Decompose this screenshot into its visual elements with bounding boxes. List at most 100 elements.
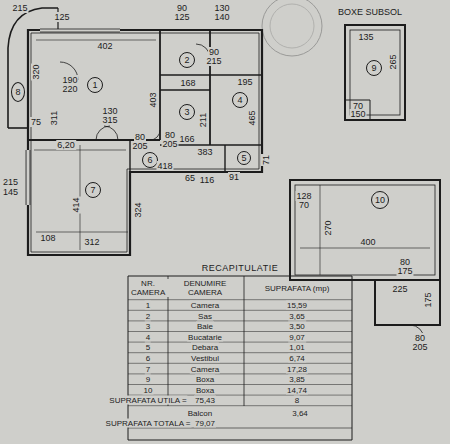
room-number: 3: [184, 107, 189, 117]
table-cell: 3,65: [288, 311, 306, 320]
table-cell: Camera: [190, 364, 220, 373]
table-cell: 9,07: [288, 332, 306, 341]
table-cell: 4: [145, 332, 151, 341]
dimension-label: 195: [236, 77, 253, 87]
dimension-label: 383: [196, 147, 213, 157]
dimension-label: 324: [133, 201, 143, 218]
room-number-circle: 2: [179, 52, 195, 68]
room-number-circle: 1: [87, 77, 103, 93]
dimension-label: 402: [96, 41, 113, 51]
dimension-label: 108: [39, 233, 56, 243]
table-rule: [128, 405, 352, 406]
room-number-circle: 5: [237, 151, 251, 165]
table-title: RECAPITULATIE: [201, 263, 279, 273]
dimension-label: 205: [411, 342, 428, 352]
section-heading: BOXE SUBSOL: [337, 7, 403, 17]
table-cell: 8: [294, 396, 300, 405]
dimension-label: 168: [179, 78, 196, 88]
table-cell: 9: [145, 375, 151, 384]
table-cell: 75,43: [194, 396, 216, 405]
table-cell: 10: [143, 385, 154, 394]
dimension-label: 400: [359, 237, 376, 247]
dimension-label: 71: [261, 154, 271, 166]
dimension-label: 211: [198, 112, 208, 128]
room-number: 1: [92, 80, 97, 90]
room-number: 5: [241, 153, 246, 163]
table-cell: 3,50: [288, 322, 306, 331]
dimension-label: 166: [178, 134, 195, 144]
table-cell: 1,01: [288, 343, 306, 352]
table-rule: [128, 363, 352, 364]
table-cell: Balcon: [187, 409, 213, 418]
dimension-label: 175: [423, 291, 433, 308]
table-rule: [128, 299, 352, 300]
dimension-label: 135: [357, 32, 374, 42]
table-cell: Camera: [190, 301, 220, 310]
table-cell: Debara: [191, 343, 219, 352]
room-number-circle: 7: [85, 182, 101, 198]
dimension-label: 205: [161, 139, 178, 149]
table-cell: Baie: [196, 322, 214, 331]
room-number-circle: 3: [179, 104, 195, 120]
table-cell: 17,28: [286, 364, 308, 373]
table-cell: 3,64: [291, 409, 309, 418]
room-number: 6: [147, 155, 152, 165]
table-cell: 15,59: [286, 301, 308, 310]
room-number-circle: 9: [366, 60, 382, 76]
dimension-label: 125: [53, 12, 70, 22]
table-cell: 5: [145, 343, 151, 352]
table-rule: [128, 331, 352, 332]
dimension-label: 125: [173, 12, 190, 22]
dimension-label: 320: [31, 63, 41, 80]
dimension-label: 116: [199, 175, 215, 185]
dimension-label: 140: [213, 12, 230, 22]
dimension-label: 205: [131, 141, 148, 151]
table-cell: SUPRAFATA UTILA =: [108, 396, 187, 405]
table-cell: Bucatarie: [187, 332, 223, 341]
dimension-label: 312: [83, 237, 100, 247]
room-number: 10: [375, 195, 385, 205]
dimension-label: 225: [391, 284, 408, 294]
table-cell: NR. CAMERA: [130, 279, 166, 297]
table-cell: 1: [145, 301, 151, 310]
table-cell: Boxa: [195, 375, 215, 384]
table-cell: SUPRAFATA TOTALA =: [105, 419, 192, 428]
dimension-label: 403: [148, 91, 158, 108]
table-cell: 79,07: [194, 419, 216, 428]
room-number: 2: [184, 55, 189, 65]
dimension-label: 265: [388, 53, 398, 70]
dimension-label: 145: [2, 187, 19, 197]
dimension-label: 414: [71, 196, 81, 213]
dimension-label: 418: [156, 161, 173, 171]
dimension-label: 215: [11, 3, 28, 13]
dimension-label: 91: [228, 172, 240, 182]
table-rule: [128, 352, 352, 353]
table-cell: 3,85: [288, 375, 306, 384]
table-cell: 3: [145, 322, 151, 331]
table-cell: Boxa: [195, 385, 215, 394]
room-number: 7: [90, 185, 95, 195]
dimension-label: 220: [61, 84, 78, 94]
room-number-circle: 4: [232, 92, 248, 108]
dimension-label: 70: [298, 200, 310, 210]
table-cell: 14,74: [286, 385, 308, 394]
dimension-label: 315: [101, 115, 118, 125]
room-number-circle: 8: [11, 82, 25, 102]
dimension-label: 311: [49, 110, 59, 126]
table-cell: 2: [145, 311, 151, 320]
room-number: 4: [237, 95, 242, 105]
table-cell: 7: [145, 364, 151, 373]
room-number: 8: [15, 87, 20, 97]
dimension-label: 270: [323, 219, 333, 236]
table-cell: Sas: [197, 311, 213, 320]
dimension-label: 6,20: [56, 140, 76, 150]
dimension-label: 175: [396, 266, 413, 276]
table-cell: Vestibul: [190, 354, 220, 363]
table-rule: [128, 342, 352, 343]
table-rule: [128, 320, 352, 321]
dimension-label: 65: [184, 173, 196, 183]
dimension-label: 215: [2, 177, 19, 187]
dimension-label: 75: [30, 117, 42, 127]
table-rule: [128, 373, 352, 374]
